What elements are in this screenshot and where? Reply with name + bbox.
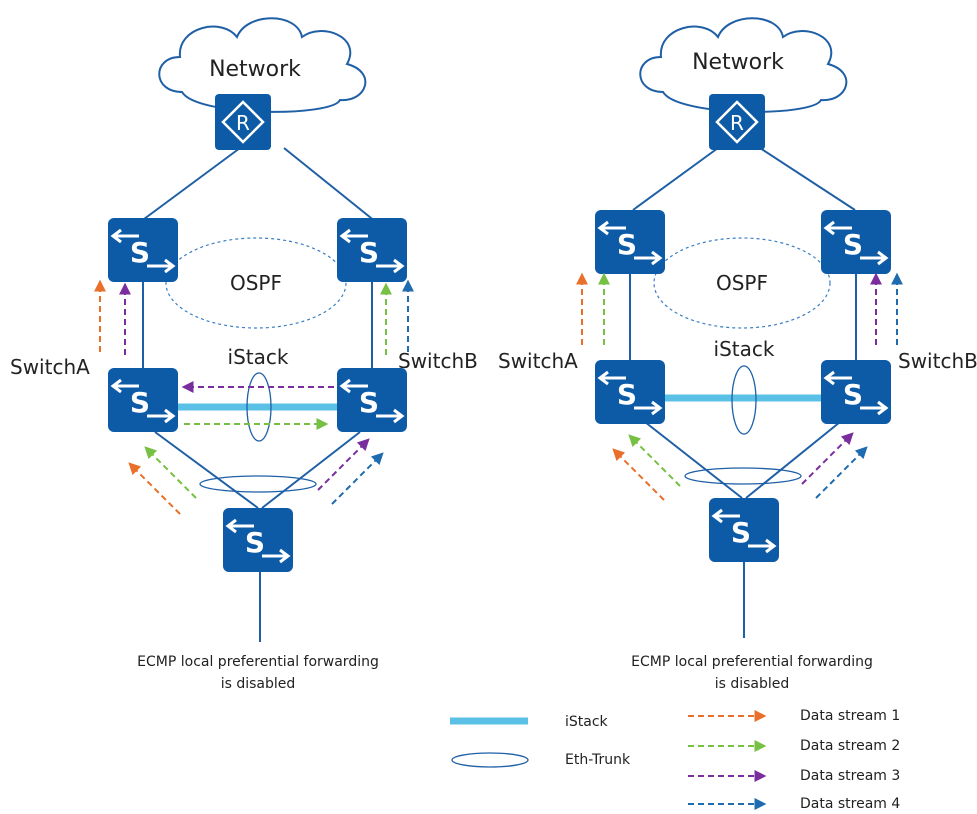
network-label-left: Network <box>209 57 301 82</box>
switch-icon <box>707 496 781 564</box>
switch-a-label-left: SwitchA <box>10 355 90 379</box>
switch-icon <box>819 208 893 276</box>
router-icon <box>707 92 767 152</box>
caption-line2-left: is disabled <box>221 676 296 692</box>
ospf-label-left: OSPF <box>230 271 282 295</box>
switch-icon <box>819 358 893 426</box>
diagram-right: Network OSPF iStack SwitchA SwitchB <box>498 17 977 692</box>
istack-ellipse-left <box>246 372 272 442</box>
legend: iStack Eth-Trunk Data stream 1 Data stre… <box>450 708 900 812</box>
legend-eth-trunk-swatch <box>451 752 529 768</box>
legend-istack-label: iStack <box>565 714 609 730</box>
switch-b-label-right: SwitchB <box>898 349 977 373</box>
istack-ellipse-right <box>731 365 757 435</box>
switch-icon <box>106 366 180 434</box>
ospf-label-right: OSPF <box>716 271 768 295</box>
legend-stream2-label: Data stream 2 <box>800 738 900 754</box>
switch-icon <box>335 216 409 284</box>
stream-arrow <box>801 432 854 485</box>
ospf-area-left <box>165 237 347 329</box>
stream-arrow <box>815 446 868 499</box>
istack-label-left: iStack <box>228 345 289 369</box>
links-right <box>629 147 857 638</box>
switch-icon <box>335 366 409 434</box>
stream-arrow <box>612 448 665 501</box>
router-icon <box>213 92 273 152</box>
istack-label-right: iStack <box>714 337 775 361</box>
legend-stream1-label: Data stream 1 <box>800 708 900 724</box>
ospf-area-right <box>653 237 831 329</box>
eth-trunk-ellipse-right <box>684 467 802 485</box>
switch-icon <box>106 216 180 284</box>
switch-icon <box>593 208 667 276</box>
stream-arrow <box>317 438 370 491</box>
switch-a-label-right: SwitchA <box>498 349 578 373</box>
data-stream-arrows-right <box>576 272 903 501</box>
switch-icon <box>221 506 295 574</box>
switch-icon <box>593 358 667 426</box>
network-label-right: Network <box>692 50 784 75</box>
data-stream-arrows-left <box>94 279 414 515</box>
stream-arrow <box>628 434 681 487</box>
stream-arrow <box>144 446 197 499</box>
stream-arrow <box>128 462 181 515</box>
diagram-left: Network OSPF iStack SwitchA SwitchB <box>10 17 478 692</box>
legend-eth-trunk-label: Eth-Trunk <box>565 752 631 768</box>
caption-line2-right: is disabled <box>715 676 790 692</box>
legend-stream4-label: Data stream 4 <box>800 796 900 812</box>
eth-trunk-ellipse-left <box>199 475 317 493</box>
legend-stream3-label: Data stream 3 <box>800 768 900 784</box>
links-left <box>139 147 377 642</box>
caption-line1-left: ECMP local preferential forwarding <box>137 654 379 670</box>
stream-arrow <box>331 452 384 505</box>
switch-b-label-left: SwitchB <box>398 349 478 373</box>
caption-line1-right: ECMP local preferential forwarding <box>631 654 873 670</box>
